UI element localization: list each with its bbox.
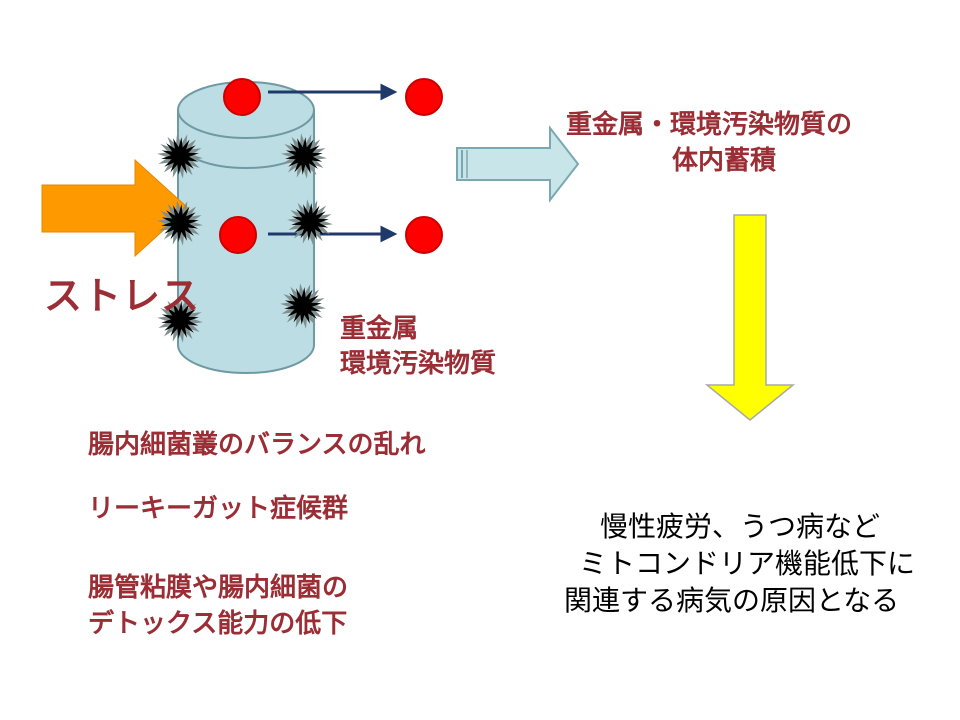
leak-arrow-bottom [268,225,398,243]
result-arrow [704,214,796,421]
starburst-icon [161,137,199,175]
red-particle-icon [223,78,261,116]
heavy-metal-label-line2: 環境汚染物質 [340,349,497,379]
accumulation-label-line1: 重金属・環境汚染物質の [566,110,853,140]
starburst-icon [285,137,323,175]
stress-label: ストレス [44,274,201,318]
red-particle-icon [219,216,257,254]
starburst-icon [161,204,199,242]
cause-dysbiosis: 腸内細菌叢のバランスの乱れ [88,430,426,460]
accumulation-label-line2: 体内蓄積 [672,146,777,176]
cause-detox-line1: 腸管粘膜や腸内細菌の [88,573,349,603]
cause-leaky-gut: リーキーガット症候群 [88,494,349,524]
result-line3: 関連する病気の原因となる [564,584,900,617]
starburst-icon [284,287,322,325]
red-particle-icon [405,216,443,254]
starburst-icon [291,203,329,241]
result-line2: ミトコンドリア機能低下に [579,547,916,580]
red-particle-icon [405,78,443,116]
starburst-icon [161,301,199,339]
leak-arrow-top [268,83,398,101]
toxin-bursts [157,133,333,343]
cause-detox-line2: デトックス能力の低下 [88,609,348,639]
stress-arrow [41,158,189,258]
result-line1: 慢性疲労、うつ病など [600,510,881,543]
heavy-metal-label-line1: 重金属 [340,314,419,344]
accumulation-arrow [456,125,580,203]
